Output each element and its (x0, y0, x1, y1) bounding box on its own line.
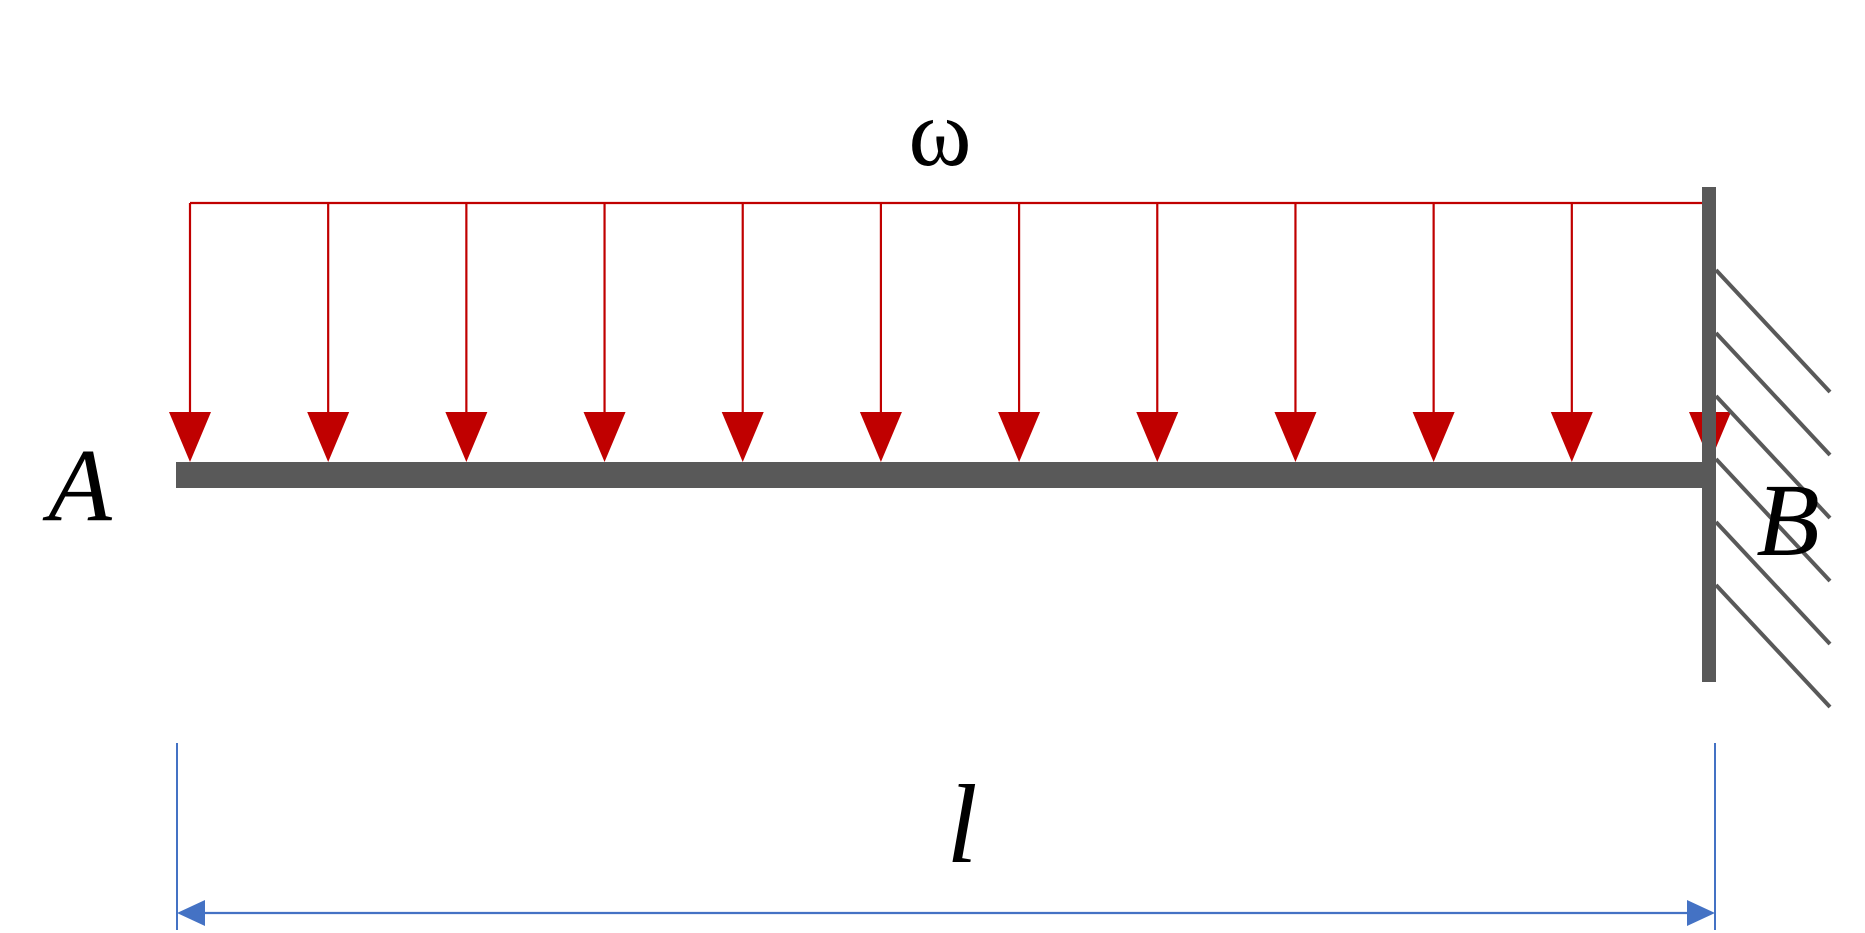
load-arrow (1136, 203, 1179, 462)
beam (176, 462, 1714, 488)
hatch-line (1714, 331, 1832, 457)
load-arrow-head-icon (1274, 412, 1317, 462)
load-label: ω (908, 79, 971, 186)
hatch-line (1714, 520, 1832, 646)
load-arrow (307, 203, 350, 462)
load-arrow (859, 203, 902, 462)
load-arrow-head-icon (169, 412, 211, 462)
dimension-arrow-right-icon (1687, 900, 1715, 926)
load-arrow (998, 203, 1041, 462)
fixed-support (1702, 187, 1832, 709)
load-arrow-head-icon (1136, 412, 1179, 462)
load-arrow-head-icon (583, 412, 626, 462)
load-arrow-head-icon (859, 412, 902, 462)
load-arrow-head-icon (998, 412, 1041, 462)
load-arrow-head-icon (307, 412, 350, 462)
load-arrow-head-icon (721, 412, 764, 462)
load-arrow (445, 203, 488, 462)
wall (1702, 187, 1716, 682)
load-arrow-head-icon (1412, 412, 1455, 462)
load-arrow (169, 203, 211, 462)
length-dimension (176, 743, 1716, 930)
distributed-load (169, 201, 1731, 462)
hatch-line (1714, 268, 1832, 394)
dimension-arrow-left-icon (177, 900, 205, 926)
end-a-label: A (42, 428, 112, 543)
hatch-line (1714, 583, 1832, 709)
load-arrow (721, 203, 764, 462)
hatch-line (1714, 457, 1832, 583)
load-arrow (1550, 203, 1593, 462)
load-arrow-head-icon (445, 412, 488, 462)
load-arrow-head-icon (1550, 412, 1593, 462)
load-arrow (1412, 203, 1455, 462)
load-arrows (169, 203, 1731, 462)
length-label: l (946, 763, 977, 887)
load-arrow (583, 203, 626, 462)
wall-hatching (1714, 268, 1832, 709)
load-arrow (1274, 203, 1317, 462)
end-b-label: B (1756, 463, 1820, 578)
hatch-line (1714, 394, 1832, 520)
